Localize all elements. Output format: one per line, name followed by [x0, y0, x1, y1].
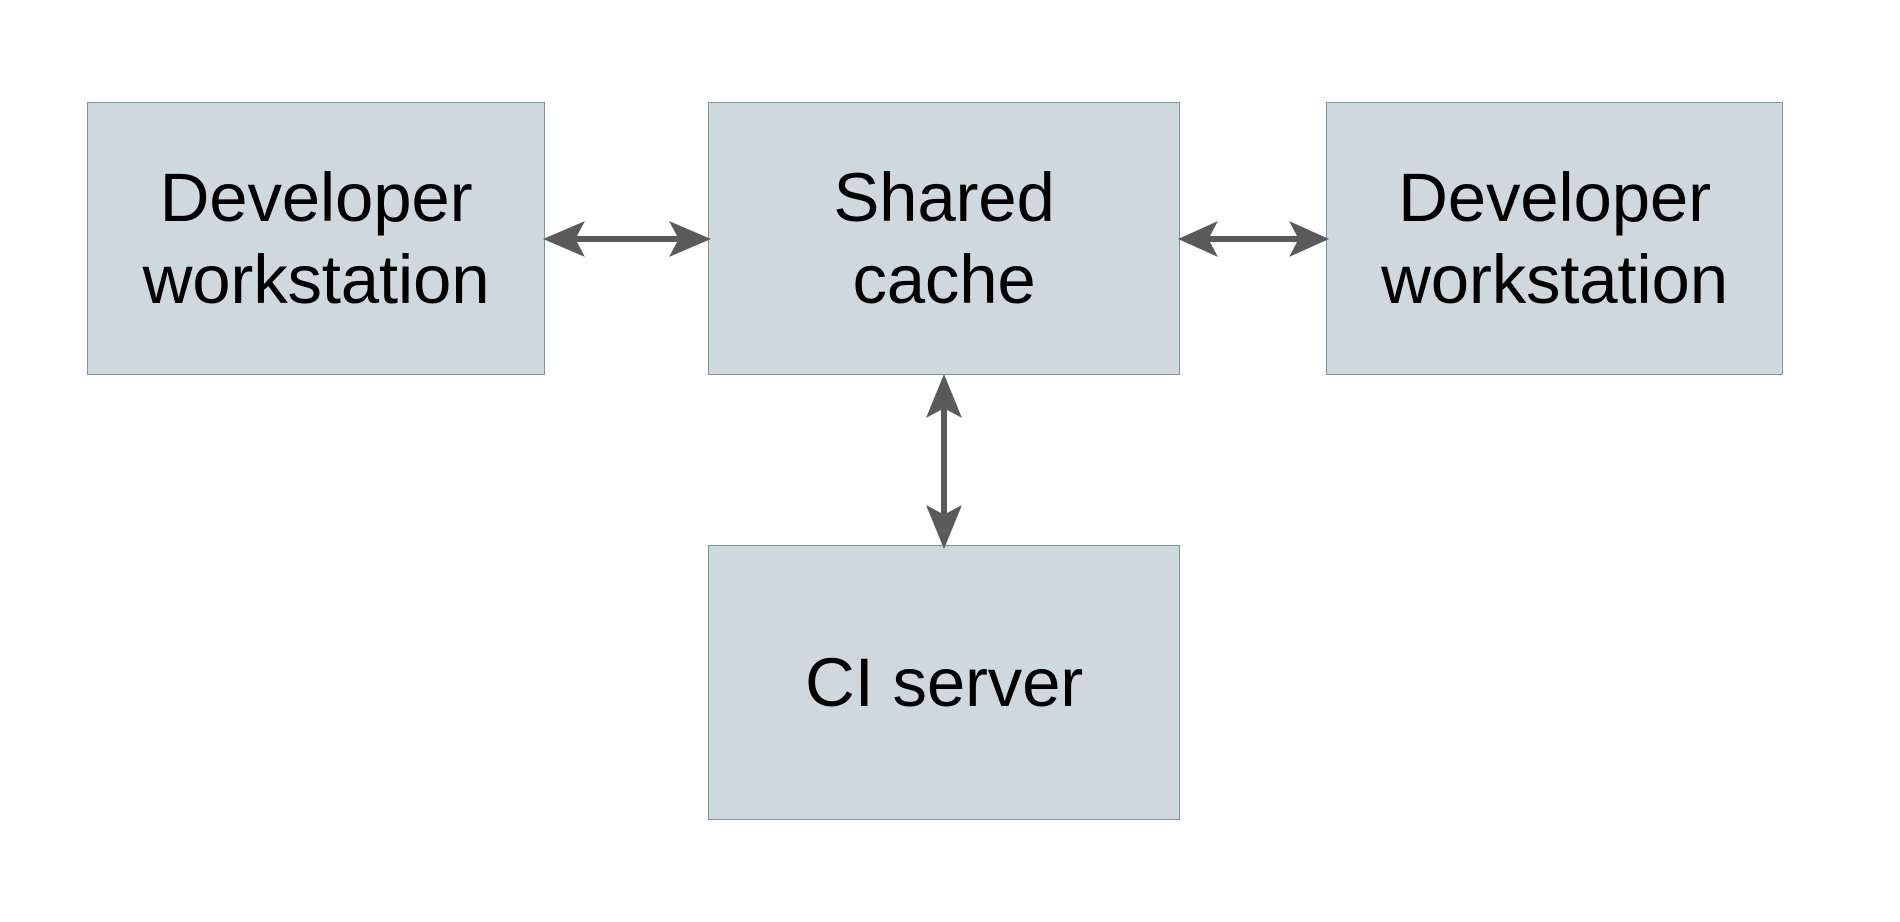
node-label: Shared cache: [833, 159, 1055, 318]
node-shared-cache[interactable]: Shared cache: [708, 102, 1180, 375]
double-headed-arrow-icon: [1178, 221, 1329, 257]
node-developer-workstation-left[interactable]: Developer workstation: [87, 102, 545, 375]
node-label: Developer workstation: [1381, 159, 1728, 318]
edge-developer-left-to-shared-cache: [543, 221, 711, 257]
node-ci-server[interactable]: CI server: [708, 545, 1180, 820]
node-label: Developer workstation: [142, 159, 490, 318]
edge-shared-cache-to-developer-right: [1178, 221, 1329, 257]
double-headed-arrow-icon: [926, 374, 962, 549]
edge-shared-cache-to-ci-server: [926, 374, 962, 549]
double-headed-arrow-icon: [543, 221, 711, 257]
node-developer-workstation-right[interactable]: Developer workstation: [1326, 102, 1783, 375]
node-label: CI server: [804, 643, 1084, 721]
